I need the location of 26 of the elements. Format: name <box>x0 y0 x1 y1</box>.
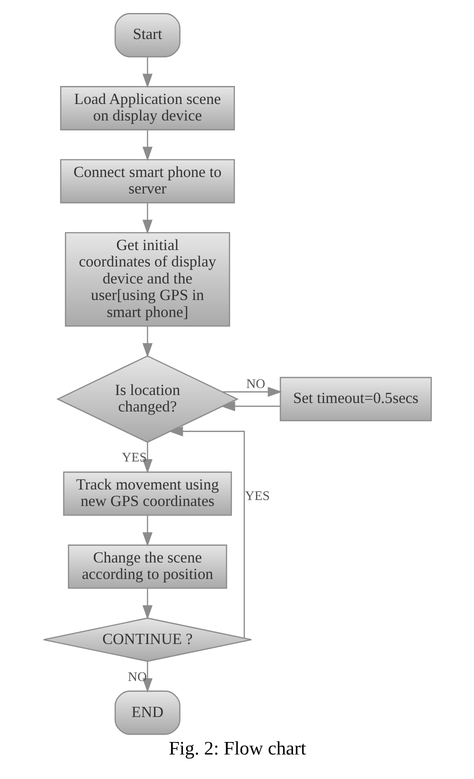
node-box: Track movement using new GPS coordinates <box>62 472 232 516</box>
arrow <box>142 516 152 547</box>
edge-label: NO <box>127 668 146 684</box>
edge-label: YES <box>121 450 146 465</box>
arrow <box>142 588 152 620</box>
node-box: Change the scene according to position <box>67 544 227 589</box>
arrow <box>142 130 152 162</box>
arrow <box>168 426 244 638</box>
node-box: Connect smart phone to server <box>60 159 234 204</box>
arrow <box>220 401 280 412</box>
caption: Fig. 2: Flow chart <box>168 738 306 760</box>
node-box: END <box>114 690 180 735</box>
node-box: Start <box>114 13 180 58</box>
arrow <box>142 57 152 88</box>
arrow <box>142 662 152 693</box>
arrow <box>142 203 152 234</box>
edge-label: YES <box>244 488 270 503</box>
node-box: Load Application scene on display device <box>60 86 234 130</box>
node-box: Get initial coordinates of display device and the user[using GPS in smart phone] <box>64 232 230 327</box>
node-box: Set timeout=0.5secs <box>279 376 432 422</box>
edge-label: NO <box>246 376 265 392</box>
node-diamond: Is location changed? <box>56 355 238 443</box>
node-diamond: CONTINUE ? <box>42 618 252 662</box>
arrow <box>222 386 282 397</box>
arrow <box>142 326 152 358</box>
arrow <box>142 442 152 474</box>
